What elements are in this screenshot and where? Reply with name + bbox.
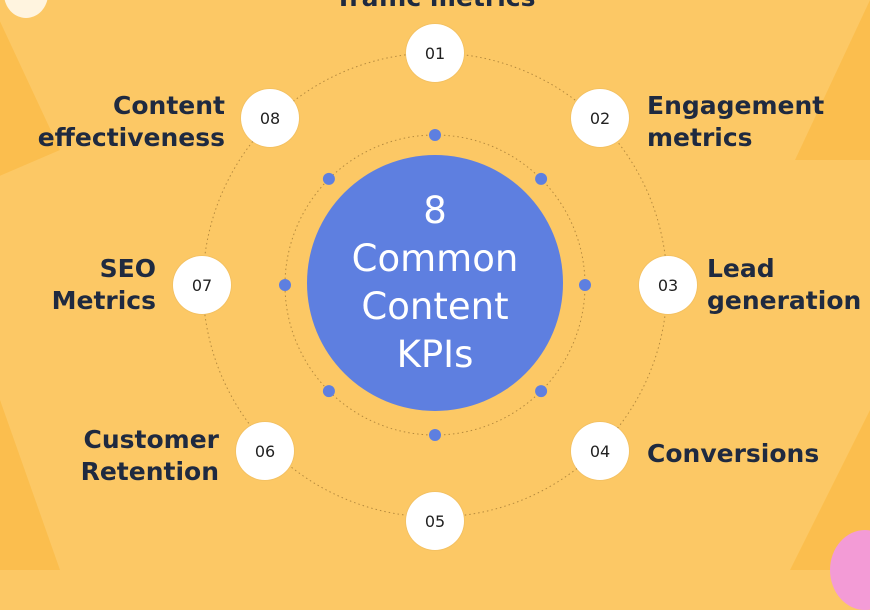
ring-dot xyxy=(429,429,441,441)
kpi-label-06: Customer Retention xyxy=(81,424,219,488)
kpi-node-03: 03 xyxy=(639,256,697,314)
kpi-label-03: Lead generation xyxy=(707,253,861,317)
ring-dot xyxy=(429,129,441,141)
kpi-label-line: generation xyxy=(707,286,862,315)
ring-dot xyxy=(579,279,591,291)
kpi-label-01: Traffic metrics xyxy=(335,0,535,14)
ring-dot xyxy=(535,172,548,185)
kpi-node-08: 08 xyxy=(241,89,299,147)
kpi-label-line: SEO xyxy=(99,254,156,283)
kpi-label-line: Content xyxy=(113,91,225,120)
center-title-line: KPIs xyxy=(396,333,474,376)
kpi-label-line: effectiveness xyxy=(37,123,225,152)
ring-dot xyxy=(279,279,291,291)
kpi-label-02: Engagement metrics xyxy=(647,90,824,154)
kpi-node-05: 05 xyxy=(406,492,464,550)
inner-ring-dots xyxy=(279,129,591,441)
kpi-label-line: Engagement xyxy=(647,91,825,120)
kpi-node-04: 04 xyxy=(571,422,629,480)
kpi-node-07: 07 xyxy=(173,256,231,314)
center-title-line: 8 xyxy=(423,189,447,232)
background-shape-bottom-left xyxy=(0,400,60,570)
kpi-node-01: 01 xyxy=(406,24,464,82)
background-shape-top-left xyxy=(0,0,60,180)
kpi-label-line: Conversions xyxy=(647,439,820,468)
center-title-line: Common xyxy=(351,237,519,280)
kpi-label-08: Content effectiveness xyxy=(38,90,225,154)
ring-dot xyxy=(322,172,335,185)
ring-dot xyxy=(322,385,335,398)
kpi-label-line: Metrics xyxy=(51,286,156,315)
kpi-node-06: 06 xyxy=(236,422,294,480)
kpi-label-07: SEO Metrics xyxy=(52,253,156,317)
background-shape-top-right xyxy=(795,0,870,160)
center-title-line: Content xyxy=(361,285,509,328)
kpi-label-line: metrics xyxy=(647,123,753,152)
decorative-blob-top-left xyxy=(4,0,48,18)
center-title-circle: 8 Common Content KPIs xyxy=(307,155,563,411)
kpi-label-04: Conversions xyxy=(647,438,819,470)
kpi-label-line: Customer xyxy=(83,425,220,454)
kpi-label-line: Retention xyxy=(80,457,219,486)
kpi-label-line: Traffic metrics xyxy=(335,0,535,14)
kpi-node-02: 02 xyxy=(571,89,629,147)
kpi-label-line: Lead xyxy=(707,254,775,283)
ring-dot xyxy=(535,385,548,398)
